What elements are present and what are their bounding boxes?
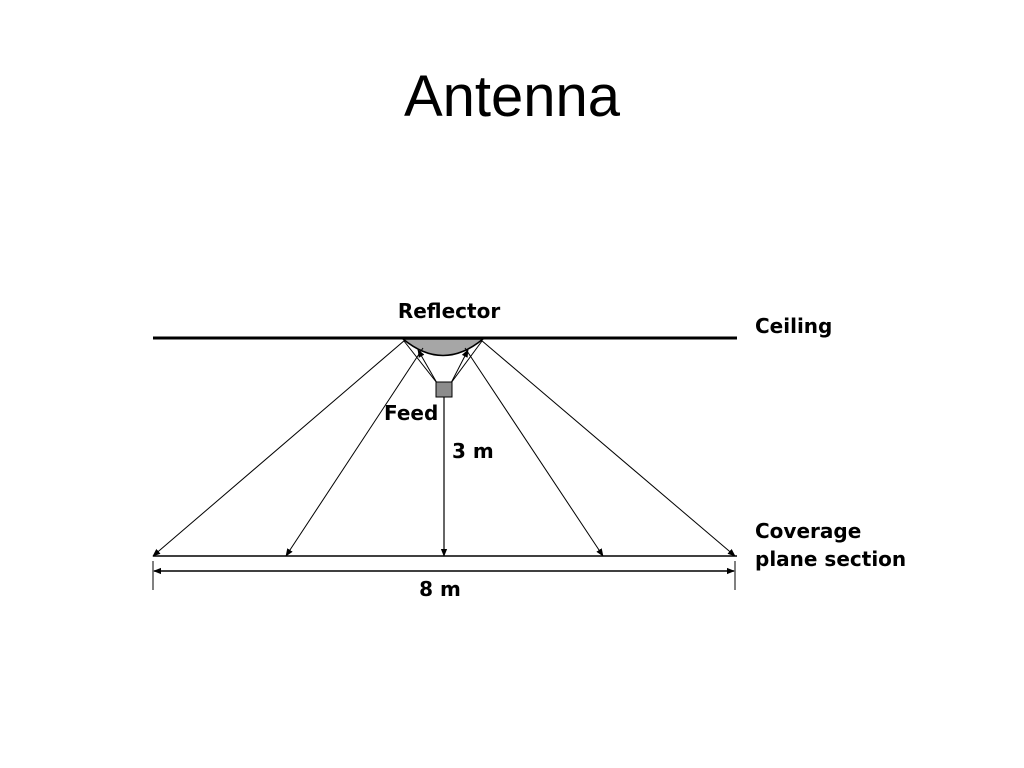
coverage-label-line1: Coverage (755, 519, 861, 543)
ray-inner-left (285, 347, 424, 557)
slide-title: Antenna (403, 64, 621, 129)
feed-support-right (450, 340, 483, 384)
feed-support-left (403, 340, 438, 384)
ray-outer-left (152, 339, 406, 557)
ray-inner-right (464, 347, 604, 557)
feed-ray-right (450, 349, 469, 384)
ray-outer-right (480, 339, 736, 557)
reflector-dish (400, 338, 486, 357)
height-label: 3 m (452, 439, 494, 463)
feed-label: Feed (384, 401, 438, 425)
width-label: 8 m (419, 577, 461, 601)
coverage-label-line2: plane section (755, 547, 906, 571)
feed-ray-left (417, 349, 438, 384)
reflector-label: Reflector (398, 299, 501, 323)
feed-box (435, 381, 453, 398)
ceiling-label: Ceiling (755, 314, 832, 338)
